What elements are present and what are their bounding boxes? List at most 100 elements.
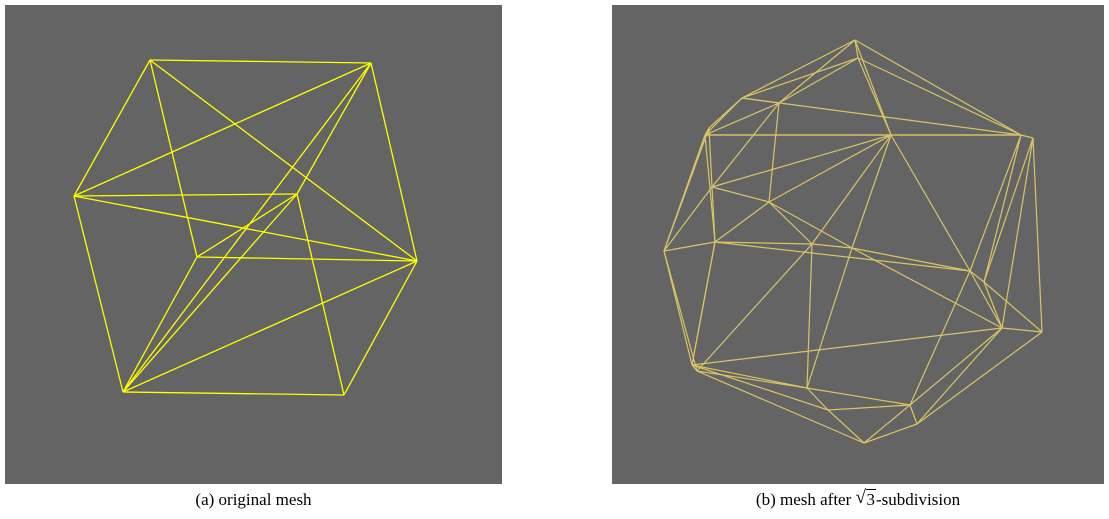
subdivided-mesh-edge-24 xyxy=(711,134,892,188)
viewport-background xyxy=(612,5,1104,484)
original-mesh-edge-18 xyxy=(122,391,345,396)
subdivided-mesh-edge-45 xyxy=(768,201,813,245)
subdivided-mesh-edge-50 xyxy=(851,247,971,272)
original-mesh-edge-14 xyxy=(196,256,418,262)
original-mesh-edge-16 xyxy=(122,260,418,393)
caption-b-suffix: -subdivision xyxy=(876,490,961,509)
subdivided-mesh-edge-53 xyxy=(969,270,985,283)
subdivided-mesh-edge-61 xyxy=(916,327,1003,425)
caption-b-prefix: mesh after xyxy=(779,490,852,509)
subdivided-mesh-edge-66 xyxy=(696,370,808,389)
subdivided-mesh-edge-29 xyxy=(1020,134,1034,139)
subdivided-mesh-edge-37 xyxy=(711,186,770,203)
subdivided-mesh-edge-12 xyxy=(741,97,1022,136)
original-mesh-edge-7 xyxy=(122,62,372,393)
subdivided-mesh-edge-4 xyxy=(854,39,1022,136)
original-mesh-edge-17 xyxy=(343,260,418,396)
subdivided-mesh-edge-69 xyxy=(806,387,911,406)
subdivided-mesh-edge-67 xyxy=(696,370,865,444)
subdivided-mesh-edge-16 xyxy=(704,102,780,136)
subdivided-mesh-edge-57 xyxy=(983,281,1043,333)
viewport-background xyxy=(5,5,502,484)
panel-subdivided-mesh xyxy=(612,5,1104,484)
caption-a: (a) original mesh xyxy=(5,490,502,514)
subdivided-mesh-edge-1 xyxy=(741,39,856,99)
subdivided-mesh-edge-22 xyxy=(704,134,716,243)
subdivided-mesh-edge-55 xyxy=(909,270,971,406)
sqrt-symbol: √3 xyxy=(855,487,877,509)
subdivided-mesh-edge-3 xyxy=(854,39,892,136)
original-mesh-edge-3 xyxy=(149,59,418,262)
subdivided-mesh-edge-59 xyxy=(691,327,1003,366)
subdivided-mesh-edge-15 xyxy=(708,127,713,188)
subdivided-mesh-wireframe xyxy=(612,5,1104,484)
subdivided-mesh-edge-32 xyxy=(983,137,1034,283)
subdivided-mesh-edge-30 xyxy=(969,134,1022,272)
subdivided-mesh-edge-8 xyxy=(857,57,1022,136)
original-mesh-edge-1 xyxy=(73,59,151,197)
original-mesh-edge-5 xyxy=(296,62,372,195)
subdivided-mesh-edge-25 xyxy=(768,134,892,203)
subdivided-mesh-edge-54 xyxy=(969,270,1003,329)
subdivided-mesh-edge-35 xyxy=(663,186,713,252)
subdivided-mesh-edge-11 xyxy=(704,97,743,136)
original-mesh-edge-2 xyxy=(149,59,198,258)
original-mesh-edge-12 xyxy=(122,193,298,393)
caption-b-label: (b) xyxy=(755,490,776,509)
subdivided-mesh-edge-27 xyxy=(851,134,892,249)
caption-b: (b) mesh after √3-subdivision xyxy=(612,487,1104,514)
subdivided-mesh-edge-71 xyxy=(827,409,865,444)
subdivided-mesh-edge-38 xyxy=(663,241,716,252)
subdivided-mesh-edge-72 xyxy=(909,404,918,425)
subdivided-mesh-edge-65 xyxy=(691,364,829,411)
subdivided-mesh-edge-64 xyxy=(691,364,808,389)
original-mesh-wireframe xyxy=(5,5,502,484)
subdivided-mesh-edge-31 xyxy=(983,134,1022,283)
original-mesh-edge-0 xyxy=(149,59,372,64)
subdivided-mesh-edge-56 xyxy=(983,281,1003,329)
caption-a-text: original mesh xyxy=(218,490,312,509)
subdivided-mesh-edge-5 xyxy=(778,57,859,104)
subdivided-mesh-edge-47 xyxy=(811,243,853,249)
subdivided-mesh-edge-34 xyxy=(1032,137,1043,333)
original-mesh-edge-15 xyxy=(122,256,198,393)
original-mesh-edge-10 xyxy=(73,195,124,393)
subdivided-mesh-edge-28 xyxy=(890,134,971,272)
subdivided-mesh-edge-43 xyxy=(714,241,971,272)
caption-a-label: (a) xyxy=(195,490,215,509)
subdivided-mesh-edge-48 xyxy=(806,243,813,389)
original-mesh-edge-4 xyxy=(73,62,372,197)
subdivided-mesh-edge-75 xyxy=(691,241,716,366)
subdivided-mesh-edge-62 xyxy=(916,331,1043,425)
subdivided-mesh-edge-36 xyxy=(711,186,716,243)
subdivided-mesh-edge-40 xyxy=(663,250,698,372)
original-mesh-edge-13 xyxy=(296,193,345,396)
subdivided-mesh-edge-74 xyxy=(863,423,918,444)
subdivided-mesh-edge-60 xyxy=(909,327,1003,406)
subdivided-mesh-edge-73 xyxy=(863,404,911,444)
subdivided-mesh-edge-52 xyxy=(806,247,853,389)
panel-original-mesh xyxy=(5,5,502,484)
subdivided-mesh-edge-18 xyxy=(711,102,780,188)
subdivided-mesh-edge-42 xyxy=(714,241,813,245)
subdivided-mesh-edge-70 xyxy=(827,404,911,411)
original-mesh-edge-8 xyxy=(73,193,298,197)
subdivided-mesh-edge-51 xyxy=(851,247,1003,329)
subdivided-mesh-edge-6 xyxy=(741,57,859,99)
sqrt-radicand: 3 xyxy=(865,489,877,509)
original-mesh-edge-11 xyxy=(196,193,298,258)
subdivided-mesh-edge-58 xyxy=(1001,327,1043,333)
subdivided-mesh-edge-26 xyxy=(811,134,892,245)
subdivided-mesh-edge-17 xyxy=(768,102,780,203)
subdivided-mesh-edge-41 xyxy=(714,201,770,243)
subdivided-mesh-edge-63 xyxy=(691,364,698,372)
subdivided-mesh-edge-68 xyxy=(806,387,829,411)
original-mesh-edge-6 xyxy=(370,62,418,262)
subdivided-mesh-edge-21 xyxy=(663,134,706,252)
subdivided-mesh-edge-49 xyxy=(696,243,813,372)
subdivided-mesh-edge-7 xyxy=(857,57,892,136)
subdivided-mesh-edge-33 xyxy=(1001,137,1034,329)
subdivided-mesh-edge-2 xyxy=(778,39,856,104)
subdivided-mesh-edge-46 xyxy=(768,201,853,249)
original-mesh-edge-9 xyxy=(73,195,418,262)
